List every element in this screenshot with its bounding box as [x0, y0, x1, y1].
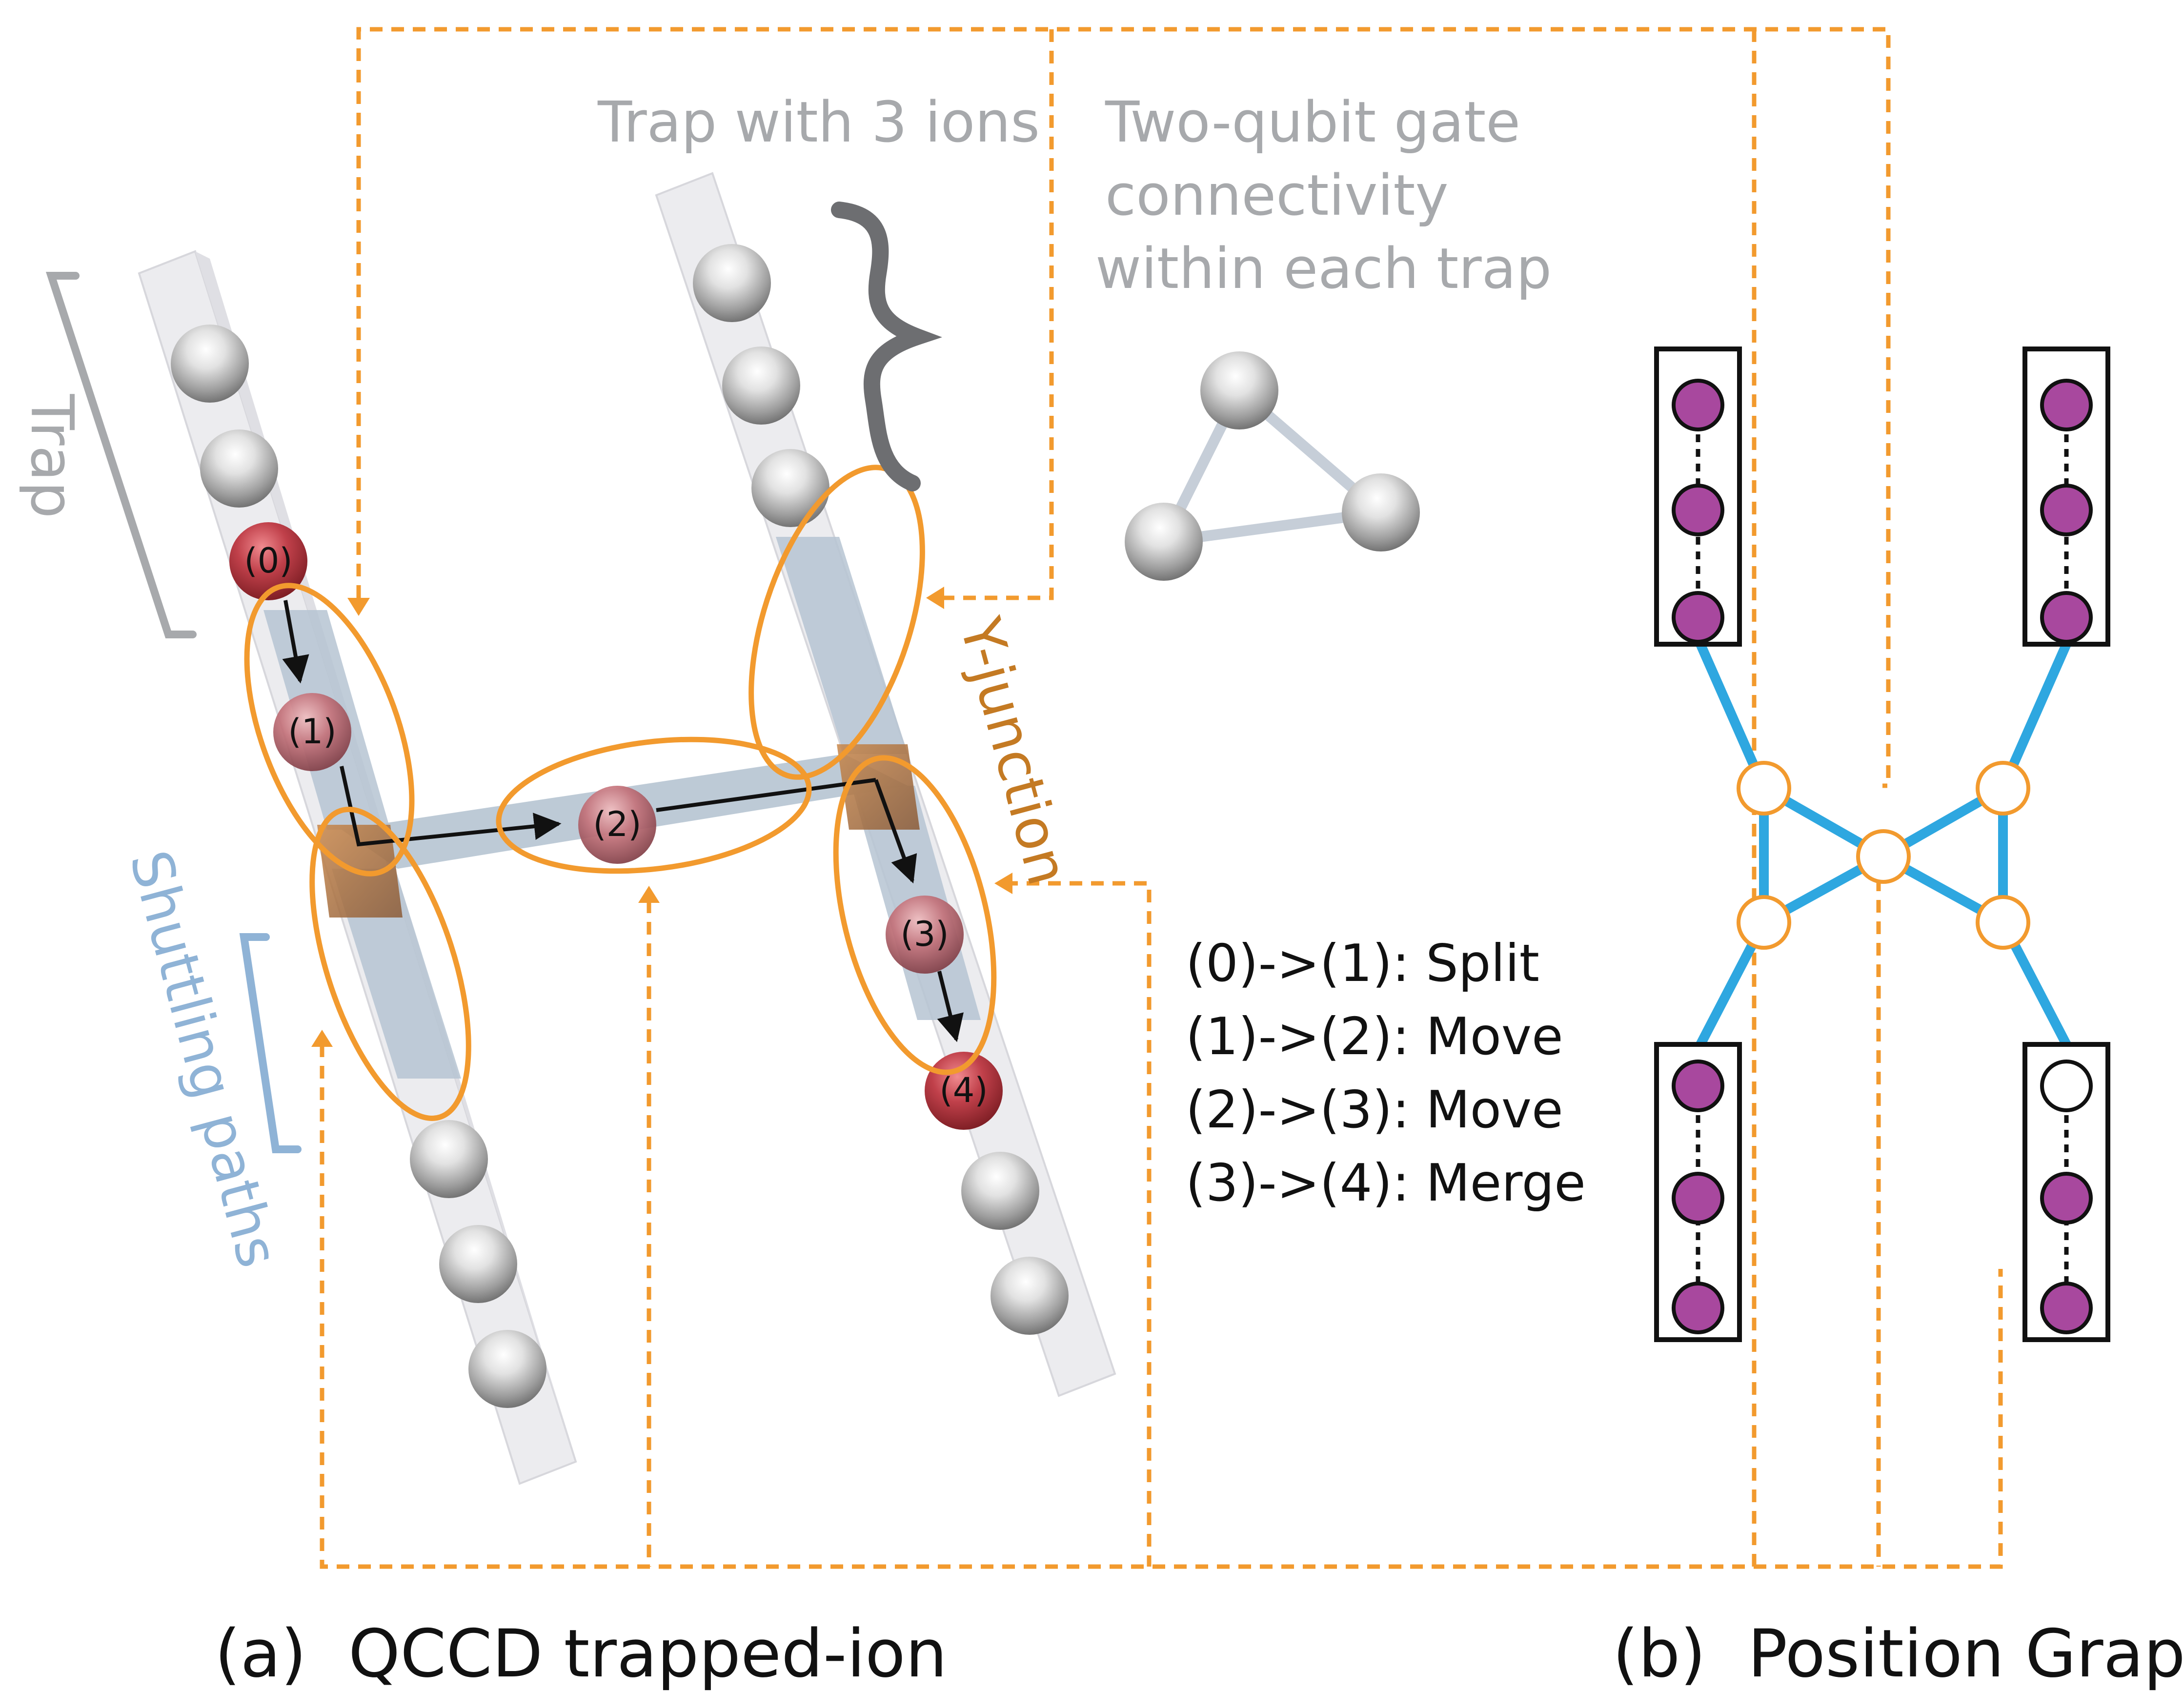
arrow-1-to-2 — [340, 766, 562, 847]
ion-marker-1: (1) — [288, 712, 336, 752]
graph-ion-filled — [2040, 379, 2093, 431]
ions-left-bottom — [410, 1120, 546, 1408]
three-ion-brace — [831, 202, 942, 491]
connectivity-line1: Two-qubit gate — [1105, 90, 1520, 155]
caption-b: (b) Position Graph — [1613, 1615, 2184, 1692]
connectivity-line2: connectivity — [1105, 163, 1449, 228]
ion-marker-3: (3) — [900, 914, 949, 954]
ion-silver — [961, 1152, 1039, 1230]
graph-ion-filled — [2040, 1172, 2093, 1224]
ion-silver — [439, 1225, 517, 1303]
moving-ions — [229, 522, 1003, 1130]
annotation-brackets — [45, 202, 942, 1153]
trap-label: Trap — [18, 394, 85, 519]
ion-3 — [886, 896, 964, 974]
connectivity-triangle — [1125, 351, 1420, 581]
connectivity-line3: within each trap — [1095, 236, 1552, 302]
graph-ion-filled — [1672, 484, 1724, 536]
arrow-3-to-4 — [937, 971, 964, 1042]
operation-3: (3)->(4): Merge — [1186, 1153, 1586, 1213]
ion-silver — [200, 429, 278, 508]
trap-bracket — [45, 272, 197, 638]
arrowhead-up-left — [311, 1030, 333, 1047]
position-ellipses — [244, 465, 997, 1121]
ions-left-top — [171, 325, 278, 508]
graph-ion-nodes — [1672, 379, 2093, 1334]
arrow-0-to-1 — [282, 600, 309, 684]
ion-silver — [1125, 503, 1203, 581]
graph-junction-node — [1737, 761, 1791, 816]
ion-silver — [991, 1257, 1069, 1335]
graph-ion-filled — [1672, 379, 1724, 431]
graph-junction-node — [1856, 829, 1911, 884]
arrowhead-left-top — [926, 587, 944, 609]
ion-silver — [1200, 351, 1278, 429]
position-graph — [1654, 347, 2110, 1342]
ion-silver — [693, 244, 771, 322]
ion-silver — [171, 325, 249, 403]
graph-junction-nodes — [1737, 761, 2030, 950]
arrowhead-left-bottom — [994, 873, 1012, 894]
trap-with-ions-label: Trap with 3 ions — [597, 90, 1040, 155]
graph-ion-filled — [2040, 591, 2093, 644]
dashed-connectors — [320, 27, 2003, 1569]
graph-junction-node — [1976, 895, 2030, 950]
shuttle-path-arrows — [282, 600, 964, 1042]
ion-silver — [1342, 473, 1420, 551]
ellipse-right-lower — [833, 755, 997, 1075]
arrow-2-to-3-a — [656, 778, 876, 812]
ellipse-horizontal — [496, 736, 812, 874]
connectivity-label: Two-qubit gate connectivity within each … — [1095, 90, 1552, 302]
graph-junction-node — [1976, 761, 2030, 816]
dashed-arrowheads — [311, 587, 1012, 1047]
graph-ion-filled — [1672, 1172, 1724, 1224]
arrowhead-down — [347, 598, 370, 616]
ion-silver — [722, 347, 800, 425]
ions-right-top — [693, 244, 829, 527]
arrowhead-up-mid — [638, 886, 660, 903]
ion-1 — [273, 693, 351, 771]
graph-junction-node — [1737, 895, 1791, 950]
graph-ion-filled — [1672, 591, 1724, 644]
ion-2 — [578, 786, 656, 864]
ellipse-left-lower — [309, 807, 471, 1121]
ion-silver — [751, 449, 829, 527]
graph-ion-filled — [1672, 1282, 1724, 1334]
caption-a: (a) QCCD trapped-ion — [215, 1615, 947, 1692]
connector-bottom-frame — [320, 1044, 2003, 1569]
ion-silver — [468, 1330, 546, 1408]
operation-0: (0)->(1): Split — [1186, 934, 1539, 993]
left-shuttle-lower — [332, 869, 461, 1079]
graph-ion-filled — [2040, 1282, 2093, 1334]
ellipse-split — [244, 583, 415, 877]
ions-right-bottom — [961, 1152, 1069, 1335]
operation-2: (2)->(3): Move — [1186, 1080, 1563, 1140]
ion-marker-2: (2) — [593, 804, 641, 844]
ion-marker-4: (4) — [939, 1070, 988, 1110]
ion-0 — [229, 522, 307, 600]
operation-1: (1)->(2): Move — [1186, 1007, 1563, 1066]
ion-silver — [410, 1120, 488, 1198]
connector-bottom-right — [1005, 881, 1152, 1567]
connector-top-frame — [356, 27, 1891, 788]
graph-ion-filled — [1672, 1060, 1724, 1112]
graph-ion-empty — [2040, 1060, 2093, 1112]
operations-list: (0)->(1): Split (1)->(2): Move (2)->(3):… — [1186, 934, 1586, 1213]
shuttling-bracket — [239, 933, 302, 1153]
ion-marker-0: (0) — [244, 541, 292, 581]
graph-ion-filled — [2040, 484, 2093, 536]
arrow-2-to-3-b — [874, 779, 917, 884]
connector-top-inner — [944, 29, 1054, 600]
ion-markers: (0) (1) (2) (3) (4) — [244, 541, 988, 1110]
right-shuttle-upper — [776, 537, 908, 754]
